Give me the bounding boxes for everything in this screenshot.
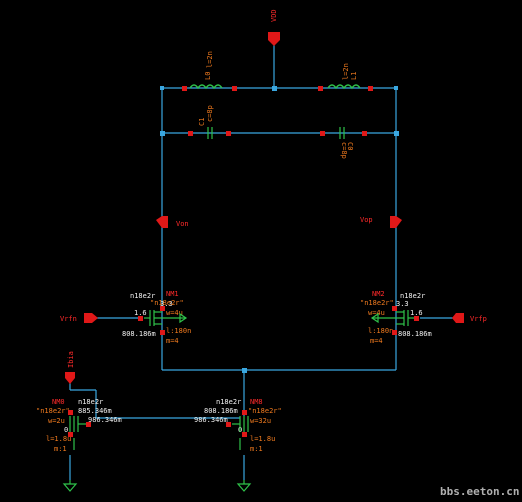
ground-icon xyxy=(236,480,252,492)
ground-icon xyxy=(62,480,78,492)
nm8-m: m:1 xyxy=(250,445,263,453)
nm1-l: l:180n xyxy=(166,327,191,335)
pin-vrfp-label: Vrfp xyxy=(470,315,487,323)
nm1-vt: 1.6 xyxy=(134,309,147,317)
capacitor-c1-value: c=8p xyxy=(206,105,214,122)
nm0-vg: 885.346m xyxy=(78,407,112,415)
pin-vrfp[interactable]: Vrfp xyxy=(452,313,487,323)
nm2-m: m=4 xyxy=(370,337,383,345)
nm8-w: w=32u xyxy=(250,417,271,425)
pin-vrfn-label: Vrfn xyxy=(60,315,77,323)
nm2-w: w=4u xyxy=(368,309,385,317)
nm1-model: n18e2r xyxy=(130,292,155,300)
inductor-l1-name: L1 xyxy=(350,72,358,80)
pin-vrfn[interactable]: Vrfn xyxy=(60,313,98,323)
watermark: bbs.eeton.cn xyxy=(440,485,519,498)
capacitor-c1[interactable]: C1 c=8p xyxy=(188,105,231,139)
pin-vop-label: Vop xyxy=(360,216,373,224)
nm0-l: l=1.8u xyxy=(46,435,71,443)
pin-von-label: Von xyxy=(176,220,189,228)
transistor-nm8[interactable]: n18e2r NM8 808.186m "n18e2r" 986.346m w=… xyxy=(194,398,282,453)
nm0-zero: 0 xyxy=(64,426,68,434)
nm8-cell: "n18e2r" xyxy=(248,407,282,415)
capacitor-c0-value: c=8p xyxy=(340,142,348,159)
nm2-model: n18e2r xyxy=(400,292,425,300)
pin-vdd[interactable]: VDD xyxy=(268,9,280,46)
nm1-w: w=4u xyxy=(166,309,183,317)
inductor-l1[interactable]: l=2n L1 xyxy=(318,63,373,91)
nm8-model: n18e2r xyxy=(216,398,241,406)
nm2-vto: 3.3 xyxy=(396,300,409,308)
nm1-cell: "n18e2r" xyxy=(150,299,184,307)
nm2-name: NM2 xyxy=(372,290,385,298)
nm0-cell: "n18e2r" xyxy=(36,407,70,415)
nm1-vto: 3.3 xyxy=(160,300,173,308)
nm0-m: m:1 xyxy=(54,445,67,453)
transistor-nm0[interactable]: NM0 n18e2r "n18e2r" 885.346m w=2u 986.34… xyxy=(36,398,122,453)
nm0-name: NM0 xyxy=(52,398,65,406)
nm2-l: l:180n xyxy=(368,327,393,335)
pin-von[interactable]: Von xyxy=(156,216,189,228)
nm0-id: 986.346m xyxy=(88,416,122,424)
capacitor-c0-name: C0 xyxy=(346,142,354,150)
nm1-gm: 808.186m xyxy=(122,330,156,338)
nm1-name: NM1 xyxy=(166,290,179,298)
junction-dots xyxy=(160,86,399,373)
nm0-w: w=2u xyxy=(48,417,65,425)
transistor-nm2[interactable]: NM2 n18e2r "n18e2r" 3.3 w=4u 1.6 l:180n … xyxy=(360,290,432,345)
nm2-cell: "n18e2r" xyxy=(360,299,394,307)
pin-vop[interactable]: Vop xyxy=(360,216,402,228)
inductor-l0-name: L0 xyxy=(204,72,212,80)
inductor-l0[interactable]: L0 l=2n xyxy=(182,51,237,91)
nm0-model: n18e2r xyxy=(78,398,103,406)
pin-ibia-label: Ibia xyxy=(67,351,75,368)
capacitor-c1-name: C1 xyxy=(198,118,206,126)
transistor-nm1[interactable]: n18e2r NM1 3.3 "n18e2r" w=4u 1.6 l:180n … xyxy=(122,290,191,345)
capacitor-c0[interactable]: C0 c=8p xyxy=(320,127,367,159)
pin-ibia[interactable]: Ibia xyxy=(65,351,75,384)
nm2-gm: 808.186m xyxy=(398,330,432,338)
inductor-l0-value: l=2n xyxy=(206,51,214,68)
nm8-id: 986.346m xyxy=(194,416,228,424)
nm1-m: m=4 xyxy=(166,337,179,345)
inductor-l1-value: l=2n xyxy=(342,63,350,80)
nm2-vt: 1.6 xyxy=(410,309,423,317)
nm8-vg: 808.186m xyxy=(204,407,238,415)
nm8-name: NM8 xyxy=(250,398,263,406)
nm8-l: l=1.8u xyxy=(250,435,275,443)
pin-vdd-label: VDD xyxy=(270,9,278,22)
